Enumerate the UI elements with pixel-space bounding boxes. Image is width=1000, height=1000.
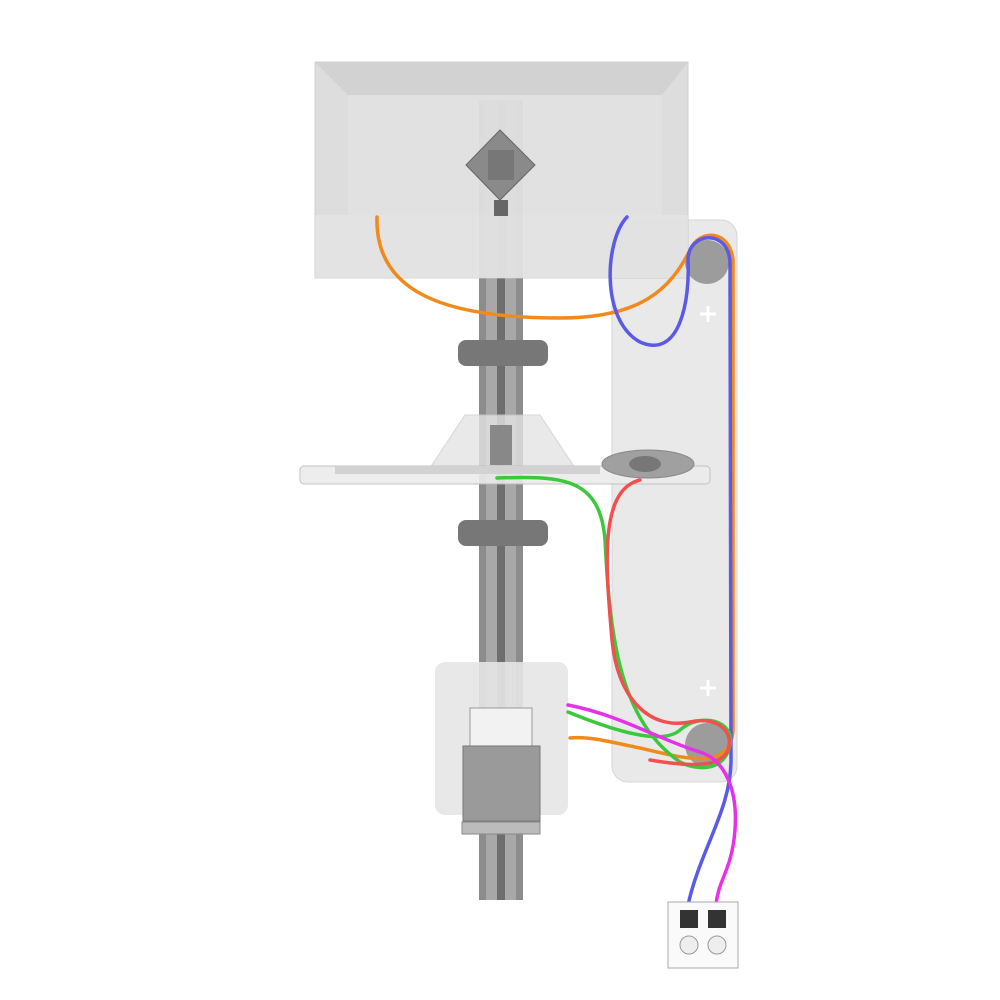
- cable-magenta: [566, 703, 738, 907]
- plus-icon: [700, 306, 716, 696]
- rail-bracket: [458, 520, 548, 546]
- rail-bracket: [458, 340, 548, 366]
- cable-blue: [608, 215, 733, 907]
- wall-outlet: [667, 901, 739, 969]
- cpu-holder: [435, 662, 568, 835]
- plug-blue: [680, 910, 698, 928]
- cable-red: [605, 478, 732, 767]
- roller-top: [685, 240, 729, 284]
- plug-magenta: [708, 910, 726, 928]
- vesa-mount: [465, 129, 536, 216]
- mouse-button: [629, 456, 661, 472]
